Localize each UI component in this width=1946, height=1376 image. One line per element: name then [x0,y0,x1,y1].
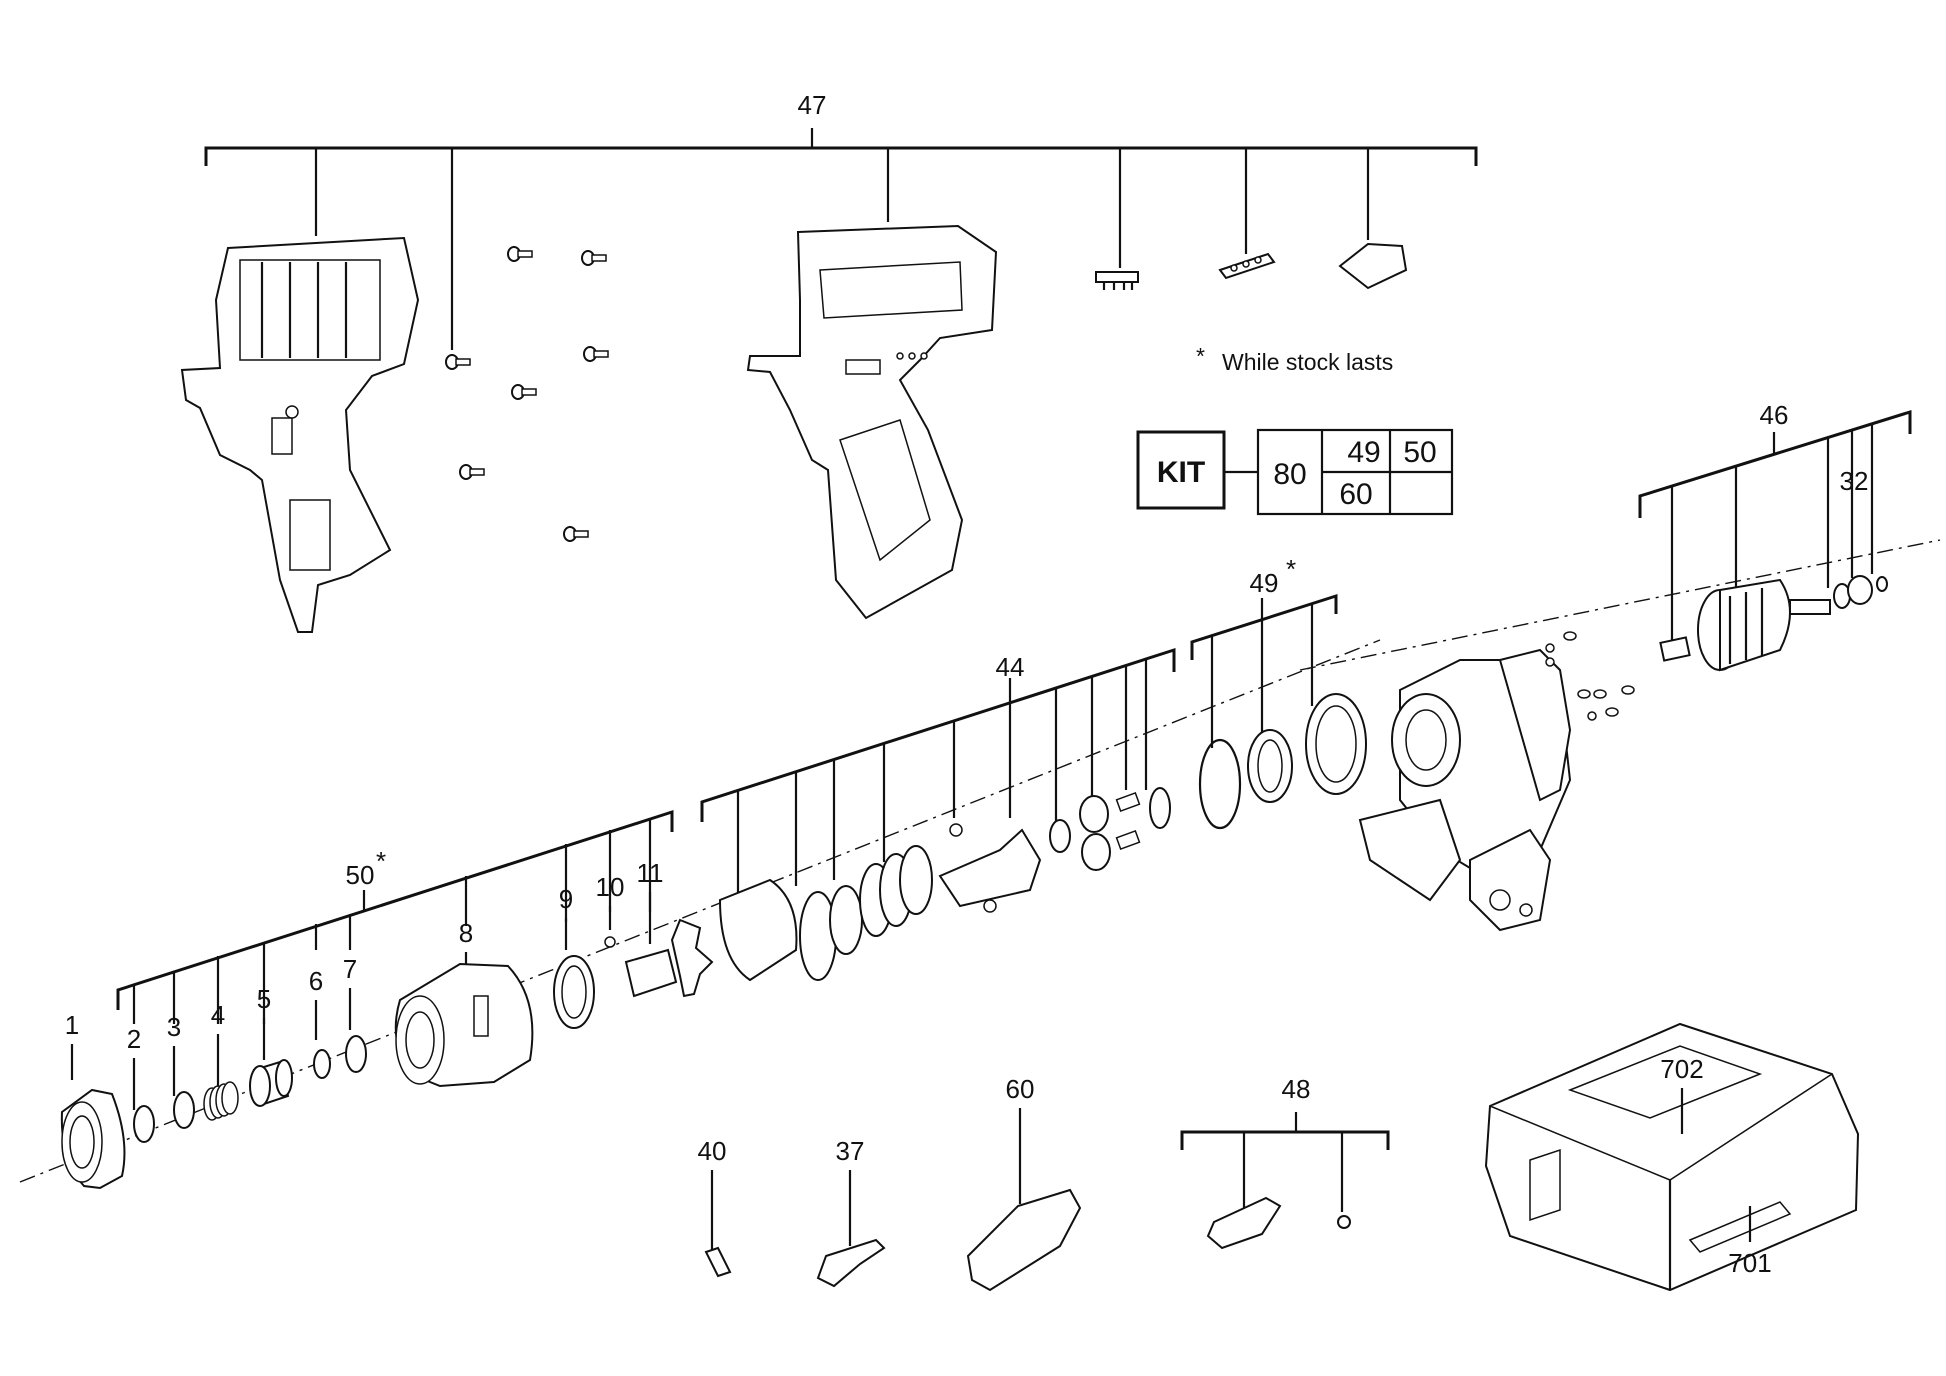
kit-table [1136,428,1454,516]
kit-cell-1: 49 [1347,436,1380,469]
o-ring-9[interactable] [553,955,595,1029]
stock-note: While stock lasts [1222,349,1393,375]
terminal-block[interactable] [1095,271,1139,290]
armature[interactable] [1659,575,1888,672]
left-housing-half[interactable] [180,236,420,633]
label-5[interactable]: 5 [257,984,271,1014]
bracket-44 [700,647,1176,930]
label-7[interactable]: 7 [343,954,357,984]
label-49[interactable]: 49 [1250,568,1279,598]
front-ring-3[interactable] [173,1091,195,1129]
assembly-axis-lower [19,639,1381,1183]
motor-screws[interactable] [1545,631,1635,721]
label-48[interactable]: 48 [1282,1074,1311,1104]
label-2[interactable]: 2 [127,1024,141,1054]
label-37[interactable]: 37 [836,1136,865,1166]
clip-screw-48[interactable] [1337,1215,1351,1229]
kit-cell-3: 60 [1339,478,1372,511]
front-ring-6[interactable] [313,1049,331,1079]
label-49-asterisk: * [1286,554,1296,584]
ring-gear-parts[interactable] [1198,693,1367,830]
label-40[interactable]: 40 [698,1136,727,1166]
label-plate-60[interactable] [966,1188,1082,1292]
nameplate[interactable] [1338,242,1408,290]
label-44[interactable]: 44 [996,652,1025,682]
kit-label: KIT [1157,456,1205,489]
anvil-11[interactable] [624,918,714,998]
carry-case[interactable] [1484,1022,1860,1292]
gear-case-8[interactable] [394,962,534,1088]
bracket-47 [204,128,1478,350]
stock-note-asterisk: * [1196,343,1205,369]
label-32[interactable]: 32 [1840,466,1869,496]
label-11[interactable]: 11 [637,858,664,888]
label-1[interactable]: 1 [65,1010,79,1040]
bracket-49 [1190,593,1338,748]
kit-main-part: 80 [1273,458,1306,491]
label-701[interactable]: 701 [1728,1248,1771,1278]
label-50-asterisk: * [376,846,386,876]
front-nose-cap[interactable] [60,1088,126,1190]
ball-10[interactable] [604,936,616,948]
label-4[interactable]: 4 [211,1000,225,1030]
assembly-axis-upper [1299,539,1941,671]
label-8[interactable]: 8 [459,918,473,948]
front-ring-7[interactable] [345,1035,367,1073]
impact-mechanism-parts[interactable] [718,787,1171,982]
label-6[interactable]: 6 [309,966,323,996]
front-sleeve-5[interactable] [249,1059,293,1107]
label-702[interactable]: 702 [1660,1054,1703,1084]
kit-cell-2: 50 [1403,436,1436,469]
label-9[interactable]: 9 [559,884,573,914]
label-46[interactable]: 46 [1760,400,1789,430]
bracket-50 [116,809,674,1024]
label-50[interactable]: 50 [346,860,375,890]
belt-clip-48[interactable] [1206,1196,1282,1250]
label-47[interactable]: 47 [798,90,827,120]
right-housing-half[interactable] [746,224,998,620]
bracket-48 [1180,1112,1390,1226]
label-3[interactable]: 3 [167,1012,181,1042]
switch-part-37[interactable] [816,1238,886,1288]
bracket-46 [1638,409,1912,642]
front-washer-2[interactable] [133,1105,155,1143]
label-60[interactable]: 60 [1006,1074,1035,1104]
switch-part-40[interactable] [704,1246,732,1278]
housing-screws[interactable] [445,246,609,542]
label-10[interactable]: 10 [596,872,625,902]
led-strip[interactable] [1218,252,1276,280]
motor-housing-assembly[interactable] [1358,648,1572,932]
front-spring-4[interactable] [203,1081,239,1121]
